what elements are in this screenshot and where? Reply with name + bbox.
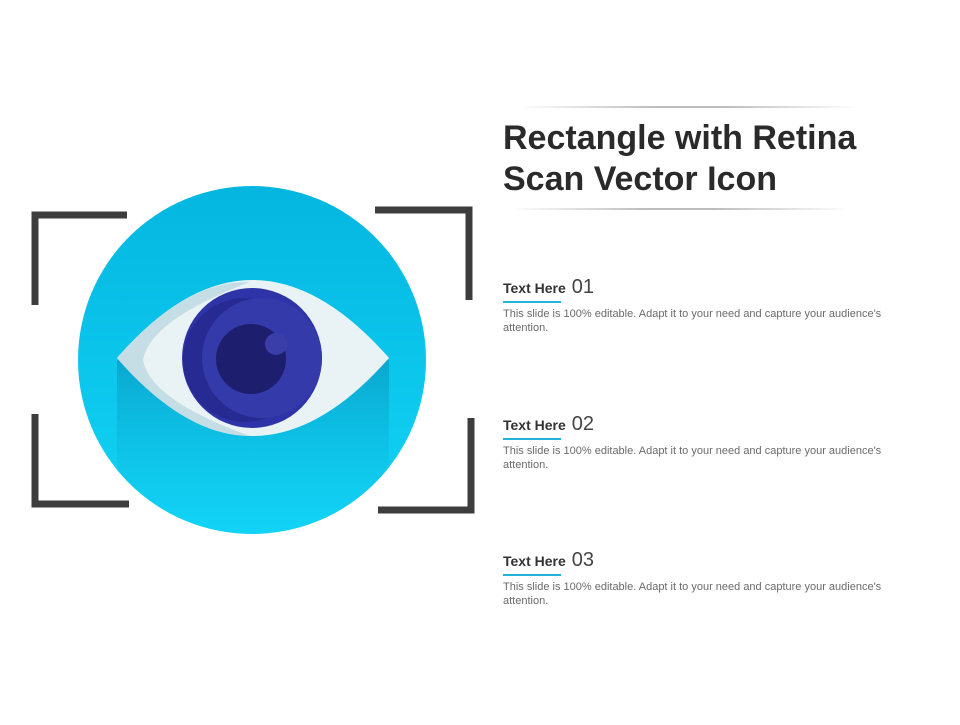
item-number: 01	[571, 276, 595, 298]
item-label: Text Here	[503, 417, 566, 433]
item-accent-line	[503, 574, 561, 576]
title-block: Rectangle with Retina Scan Vector Icon	[500, 106, 870, 210]
frame-corner-top-left	[31, 211, 127, 305]
title-rule-top	[520, 106, 860, 108]
text-item-03: Text Here 03 This slide is 100% editable…	[503, 549, 903, 608]
text-item-02: Text Here 02 This slide is 100% editable…	[503, 413, 903, 472]
item-description: This slide is 100% editable. Adapt it to…	[503, 581, 882, 607]
pupil-highlight	[265, 333, 287, 355]
frame-corner-bottom-right	[378, 418, 475, 514]
item-accent-line	[503, 301, 561, 303]
title-rule-bottom	[510, 208, 850, 210]
retina-scan-icon	[31, 186, 475, 534]
item-heading: Text Here 01	[503, 276, 903, 299]
item-heading: Text Here 03	[503, 549, 903, 572]
item-description: This slide is 100% editable. Adapt it to…	[503, 308, 882, 334]
eye-icon	[117, 280, 389, 436]
item-label: Text Here	[503, 280, 566, 296]
text-item-01: Text Here 01 This slide is 100% editable…	[503, 276, 903, 335]
frame-corner-top-right	[375, 206, 473, 300]
scan-frame-icon	[31, 206, 475, 514]
item-number: 03	[571, 549, 595, 571]
item-number: 02	[571, 413, 595, 435]
item-label: Text Here	[503, 553, 566, 569]
eye-white-shade	[117, 281, 250, 436]
frame-corner-bottom-left	[31, 414, 129, 508]
item-accent-line	[503, 438, 561, 440]
retina-scan-graphic	[31, 186, 475, 534]
page-title: Rectangle with Retina Scan Vector Icon	[503, 119, 857, 198]
item-heading: Text Here 02	[503, 413, 903, 436]
item-description: This slide is 100% editable. Adapt it to…	[503, 445, 882, 471]
